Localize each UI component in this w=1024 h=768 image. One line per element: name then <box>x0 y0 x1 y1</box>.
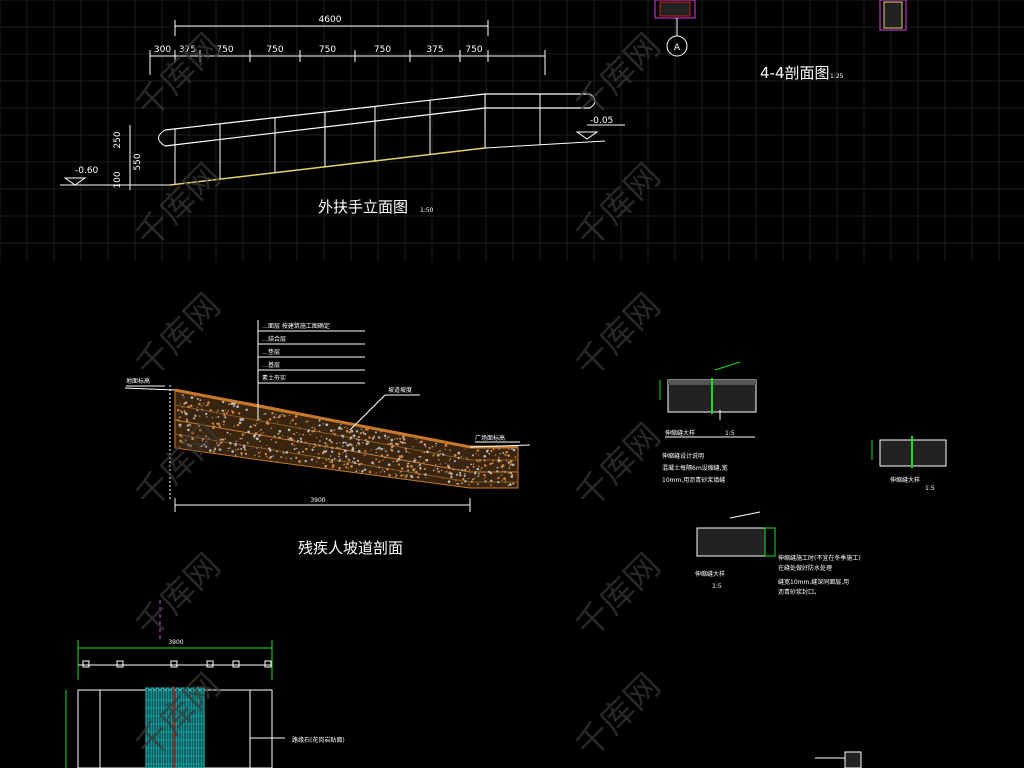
segment-dim: 375 <box>426 45 443 55</box>
watermark-text: 千库网 <box>128 286 228 386</box>
level-marker-right <box>575 131 599 140</box>
watermark-text: 千库网 <box>568 666 668 766</box>
watermark-text: 千库网 <box>568 416 668 516</box>
note1-line2: 混凝土每隔6m设缩缝,宽 <box>662 464 728 472</box>
segment-dim: 375 <box>179 45 196 55</box>
level-marker-left <box>63 177 87 186</box>
note1-line3: 10mm,用沥青砂浆填缝 <box>662 476 725 484</box>
length-dim: 3900 <box>310 497 325 504</box>
layer-label: 素土夯实 <box>262 374 286 382</box>
watermark-text: 千库网 <box>128 26 228 126</box>
detail3-scale: 1:5 <box>712 583 722 590</box>
joint-details: 伸缩缝大样 1:5 伸缩缝设计说明 混凝土每隔6m设缩缝,宽 10mm,用沥青砂… <box>659 361 947 768</box>
segment-dim: 750 <box>216 45 233 55</box>
note2-line3: 缝宽10mm,缝深同面层,用 <box>778 578 849 586</box>
axis-label: A <box>674 43 681 53</box>
detail1-scale: 1:5 <box>725 430 735 437</box>
watermark-text: 千库网 <box>568 26 668 126</box>
layer-label: …基层 <box>262 361 280 369</box>
watermark-text: 千库网 <box>568 156 668 256</box>
segment-dim: 750 <box>374 45 391 55</box>
layer-label: …面层 按建筑施工图确定 <box>262 322 330 330</box>
note2-line4: 沥青砂浆封口。 <box>778 588 820 596</box>
watermark-text: 千库网 <box>568 286 668 386</box>
note1-line1: 伸缩缝设计说明 <box>662 452 704 460</box>
section-title: 4-4剖面图 <box>760 64 830 82</box>
ramp-plan: 3900 路缘石(花岗岩贴面) <box>65 600 345 768</box>
overall-dim: 4600 <box>319 15 342 25</box>
vdim-3: 100 <box>113 171 123 188</box>
detail1-title: 伸缩缝大样 <box>665 429 695 437</box>
segment-dim: 300 <box>154 45 171 55</box>
detail2-scale: 1:5 <box>925 485 935 492</box>
layer-label: …结合层 <box>262 335 286 343</box>
elevation-scale: 1:50 <box>420 207 434 214</box>
ramp-title: 残疾人坡道剖面 <box>298 539 403 557</box>
elevation-title: 外扶手立面图 <box>318 198 408 216</box>
ground-level-label: 地面标高 <box>126 377 150 385</box>
detail3-title: 伸缩缝大样 <box>695 570 725 578</box>
plaza-level-label: 广场面标高 <box>475 434 505 442</box>
tactile-strips <box>145 687 205 768</box>
detail-3 <box>696 527 766 557</box>
right-level: -0.05 <box>590 116 613 126</box>
handrail-elevation: 4600 300 375 750 750 750 750 375 750 250 550 10… <box>60 15 625 216</box>
slope-label: 坡道坡度 <box>388 386 412 394</box>
curb-label: 路缘石(花岗岩贴面) <box>292 736 345 744</box>
aggregate-hatch <box>177 394 517 487</box>
axis-bubble <box>666 35 688 57</box>
watermark-text: 千库网 <box>128 156 228 256</box>
plan-dim-ticks <box>82 660 272 668</box>
segment-dim: 750 <box>465 45 482 55</box>
watermark-text: 千库网 <box>128 546 228 646</box>
section-scale: 1:25 <box>830 73 844 80</box>
background-grid <box>0 0 1024 262</box>
layer-label: …垫层 <box>262 348 280 356</box>
section-4-4: A 4-4剖面图 1:25 <box>654 0 907 82</box>
note2-line1: 伸缩缝施工时(不宜在冬季施工) <box>778 554 861 562</box>
segment-dim: 750 <box>266 45 283 55</box>
vdim-2: 550 <box>133 153 143 170</box>
left-level: -0.60 <box>75 166 99 176</box>
segment-dim: 750 <box>319 45 336 55</box>
note2-line2: 在缝处做好防水处理 <box>778 564 832 572</box>
detail2-title: 伸缩缝大样 <box>890 476 920 484</box>
watermark-text: 千库网 <box>568 546 668 646</box>
vdim-1: 250 <box>113 131 123 148</box>
plan-top-dim: 3900 <box>168 639 183 646</box>
